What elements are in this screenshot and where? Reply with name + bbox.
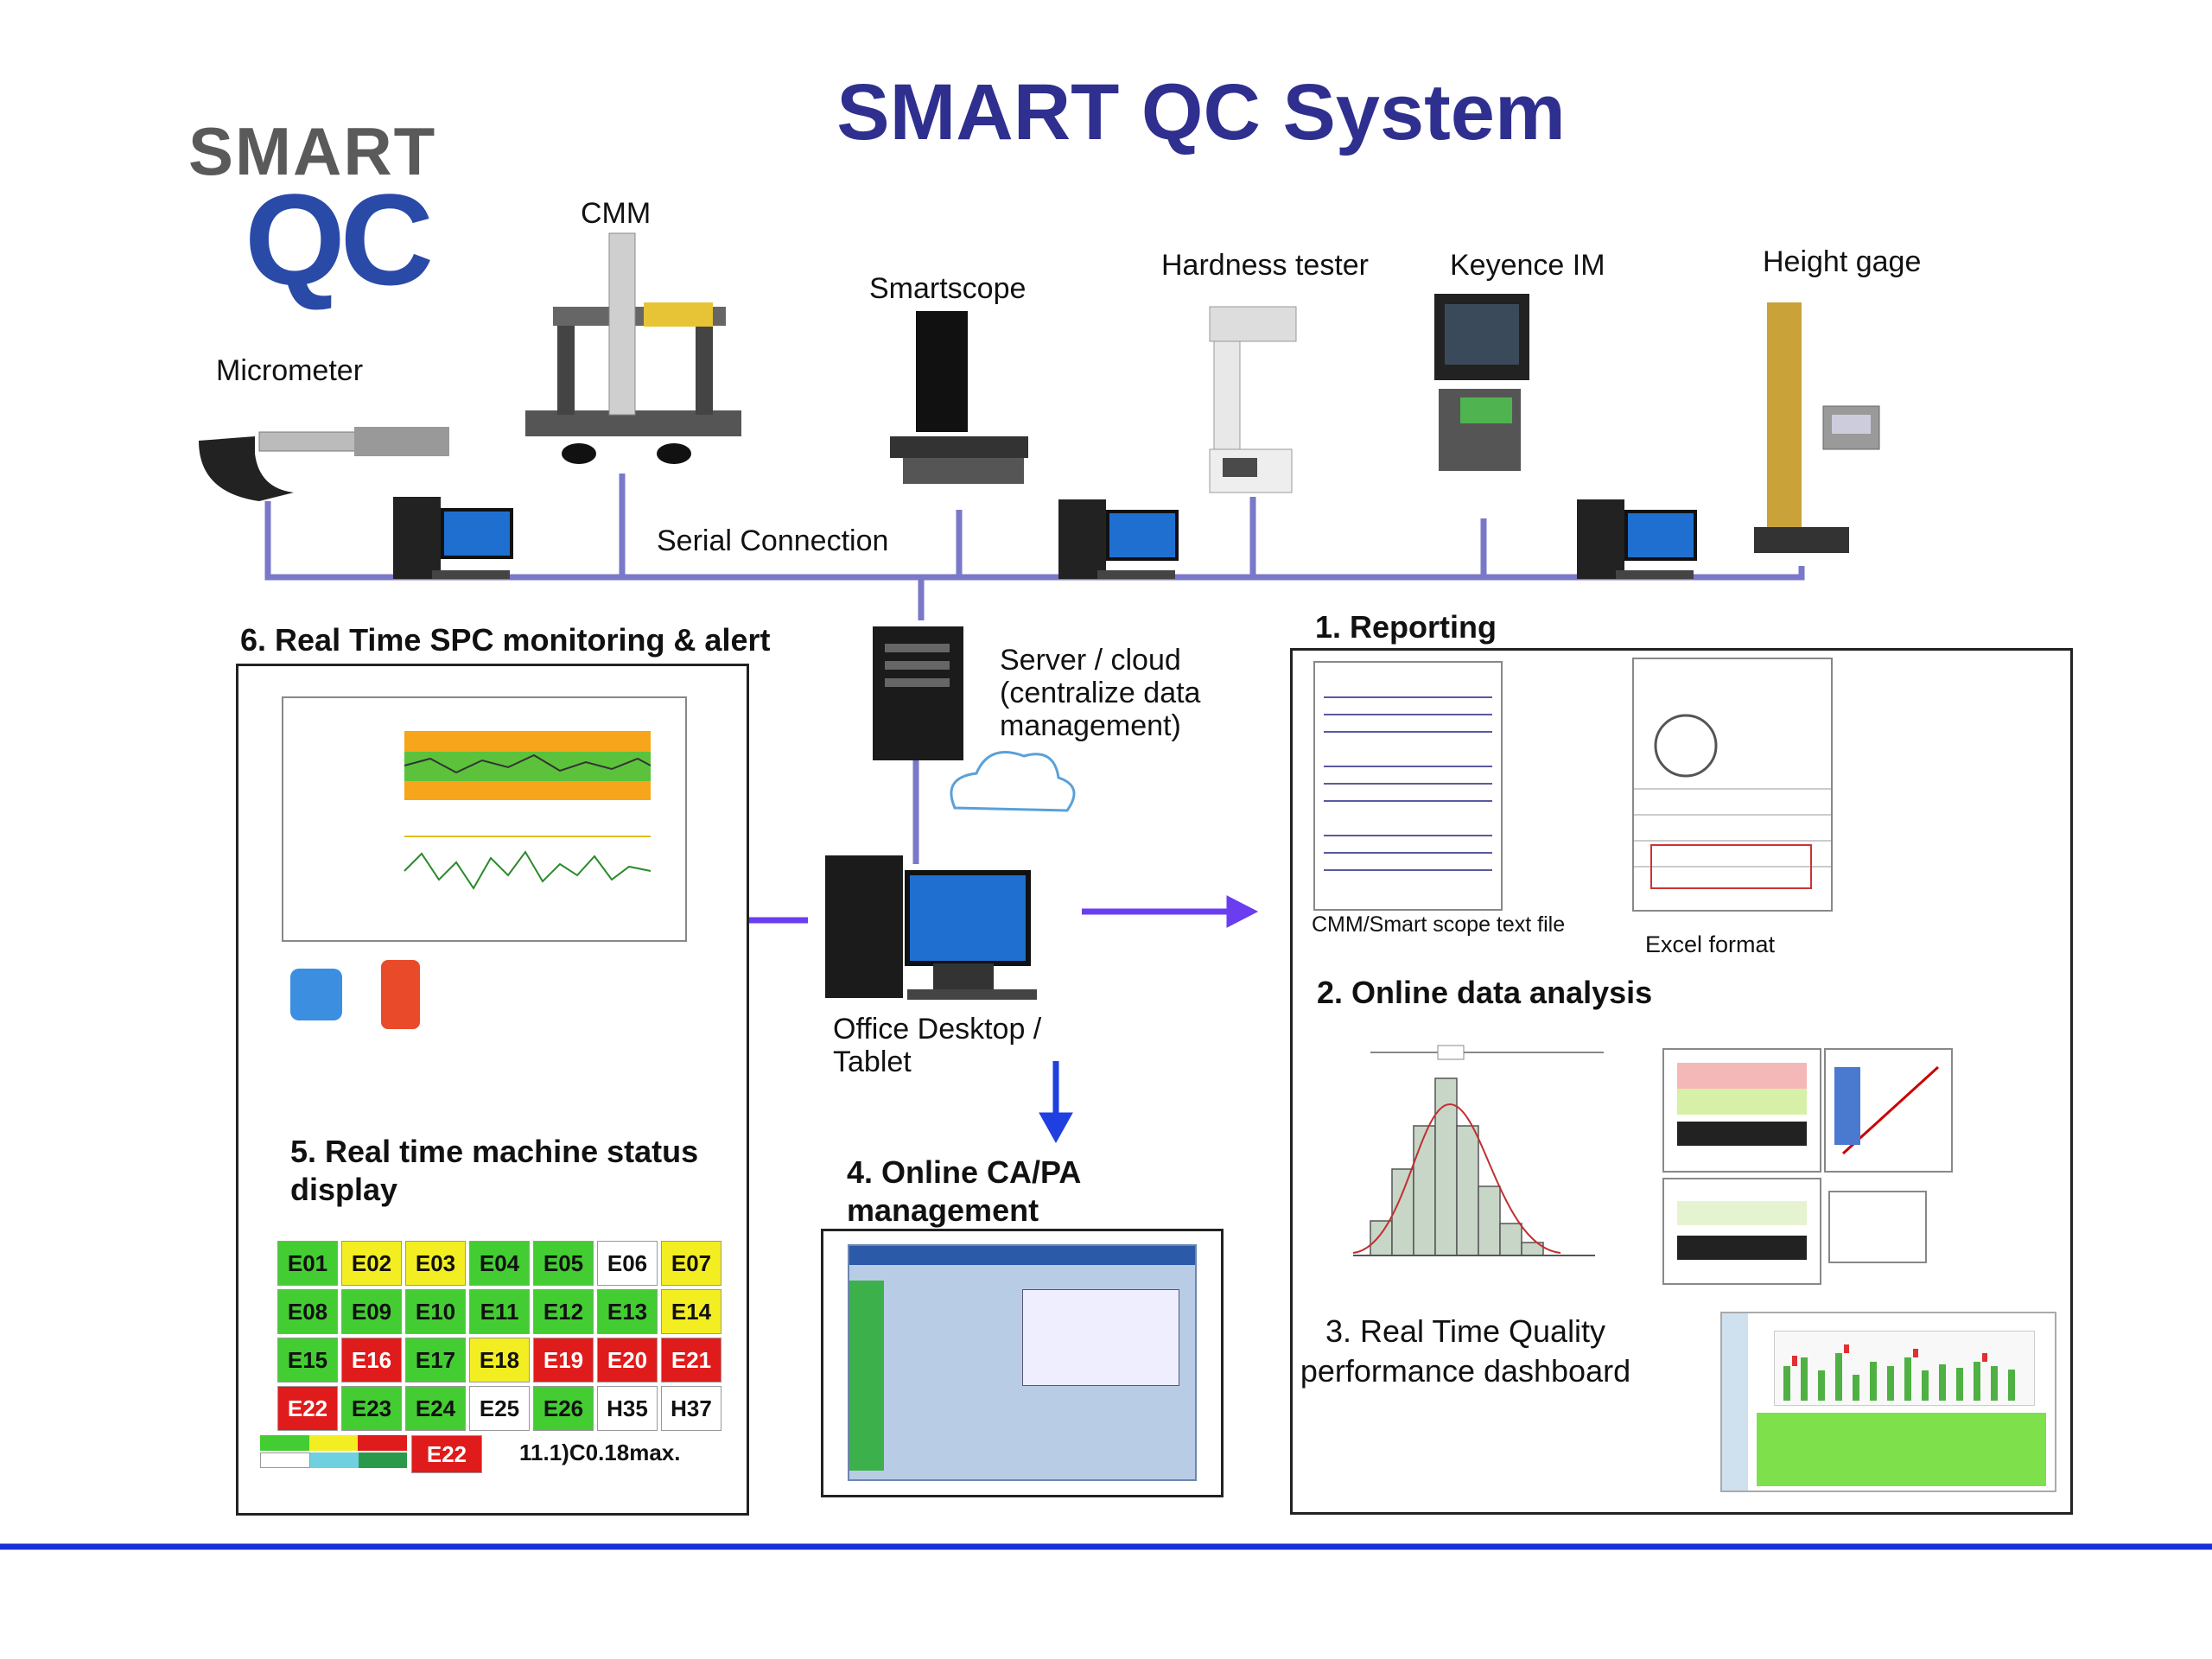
device-label-smartscope: Smartscope <box>869 272 1027 305</box>
device-label-micrometer: Micrometer <box>216 354 364 387</box>
sync-alert-icon <box>290 969 342 1020</box>
spc-chart-screenshot <box>282 696 687 942</box>
histogram-screenshot <box>1336 1035 1621 1268</box>
logo-line2: QC <box>245 167 434 312</box>
hardness-tester-icon <box>1209 306 1297 493</box>
status-cell-e24: E24 <box>405 1386 466 1431</box>
smartscope-icon <box>890 311 1028 484</box>
page-title: SMART QC System <box>836 68 1566 156</box>
excel-sheet-graphic <box>1634 714 1831 889</box>
micrometer-icon <box>199 427 449 501</box>
serial-bus <box>264 474 1805 864</box>
status-cell-e11: E11 <box>469 1289 530 1334</box>
height-gage-icon <box>1754 302 1880 553</box>
section-capa-box <box>821 1229 1224 1497</box>
status-cell-e22: E22 <box>277 1386 338 1431</box>
section-spc-title: 6. Real Time SPC monitoring & alert <box>240 622 771 658</box>
status-cell-e14: E14 <box>661 1289 721 1334</box>
histogram-graphic <box>1352 1045 1604 1256</box>
individual-chart-screenshot <box>1662 1178 1821 1285</box>
server-icon <box>873 626 963 760</box>
status-cell-e03: E03 <box>405 1241 466 1286</box>
section-capa-title: 4. Online CA/PA management <box>847 1154 1081 1228</box>
status-cell-e15: E15 <box>277 1338 338 1382</box>
text-file-screenshot <box>1313 661 1503 911</box>
status-cell-e12: E12 <box>533 1289 594 1334</box>
status-cell-h35: H35 <box>597 1386 658 1431</box>
status-footer-note: 11.1)C0.18max. <box>519 1440 681 1465</box>
arrow-to-reporting <box>1082 895 1259 928</box>
smartqc-logo: SMART QC <box>188 112 436 315</box>
status-cell-e20: E20 <box>597 1338 658 1382</box>
section-right-box: CMM/Smart scope text file Excel format 2… <box>1290 648 2073 1515</box>
section-reporting-title: 1. Reporting <box>1315 609 1497 645</box>
section-analysis-title: 2. Online data analysis <box>1317 975 1653 1010</box>
arrow-to-capa <box>1039 1061 1073 1144</box>
device-label-cmm: CMM <box>581 197 652 230</box>
section-dashboard-title: 3. Real Time Quality performance dashboa… <box>1300 1313 1631 1389</box>
office-desktop-icon <box>825 855 1037 1000</box>
section-status-title: 5. Real time machine status display <box>290 1134 699 1207</box>
status-cell-e06: E06 <box>597 1241 658 1286</box>
status-cell-e05: E05 <box>533 1241 594 1286</box>
cloud-icon <box>950 751 1076 812</box>
text-file-graphic <box>1324 696 1492 871</box>
status-cell-e19: E19 <box>533 1338 594 1382</box>
dashboard-screenshot <box>1720 1312 2056 1492</box>
excel-sheet-screenshot <box>1632 658 1833 912</box>
status-legend <box>260 1435 408 1470</box>
status-cell-e08: E08 <box>277 1289 338 1334</box>
device-label-height: Height gage <box>1763 245 1922 278</box>
logo-line1: SMART <box>188 113 437 189</box>
status-cell-e21: E21 <box>661 1338 721 1382</box>
xbar-chart-screenshot <box>1662 1048 1821 1173</box>
status-cell-e04: E04 <box>469 1241 530 1286</box>
device-label-keyence: Keyence IM <box>1450 249 1605 282</box>
server-label: Server / cloud (centralize data manageme… <box>1000 644 1201 742</box>
status-cell-e02: E02 <box>341 1241 402 1286</box>
status-footer-cell: E22 <box>411 1435 482 1473</box>
status-cell-e01: E01 <box>277 1241 338 1286</box>
mobile-alert-icon <box>381 960 420 1029</box>
keyence-im-icon <box>1434 294 1529 471</box>
status-cell-e10: E10 <box>405 1289 466 1334</box>
status-cell-e18: E18 <box>469 1338 530 1382</box>
status-cell-h37: H37 <box>661 1386 721 1431</box>
device-label-hardness: Hardness tester <box>1161 249 1369 282</box>
caption-excel: Excel format <box>1645 931 1776 957</box>
status-cell-e16: E16 <box>341 1338 402 1382</box>
spc-chart-graphic <box>404 731 652 890</box>
office-desktop-label: Office Desktop / Tablet <box>833 1013 1042 1078</box>
pc-icon-1 <box>393 497 513 579</box>
normal-curve-screenshot <box>1828 1191 1927 1263</box>
dashboard-bars-graphic <box>1783 1344 2015 1401</box>
pc-icon-2 <box>1058 499 1179 579</box>
probability-plot-graphic <box>1834 1065 1940 1155</box>
pc-icon-3 <box>1577 499 1697 579</box>
cmm-icon <box>525 232 741 464</box>
capa-screenshot <box>848 1244 1197 1481</box>
status-cell-e17: E17 <box>405 1338 466 1382</box>
probability-plot-screenshot <box>1824 1048 1953 1173</box>
status-cell-e23: E23 <box>341 1386 402 1431</box>
status-cell-e07: E07 <box>661 1241 721 1286</box>
status-cell-e25: E25 <box>469 1386 530 1431</box>
status-cell-e13: E13 <box>597 1289 658 1334</box>
status-cell-e09: E09 <box>341 1289 402 1334</box>
status-cell-e26: E26 <box>533 1386 594 1431</box>
caption-text-file: CMM/Smart scope text file <box>1312 912 1566 937</box>
serial-connection-label: Serial Connection <box>657 524 889 557</box>
